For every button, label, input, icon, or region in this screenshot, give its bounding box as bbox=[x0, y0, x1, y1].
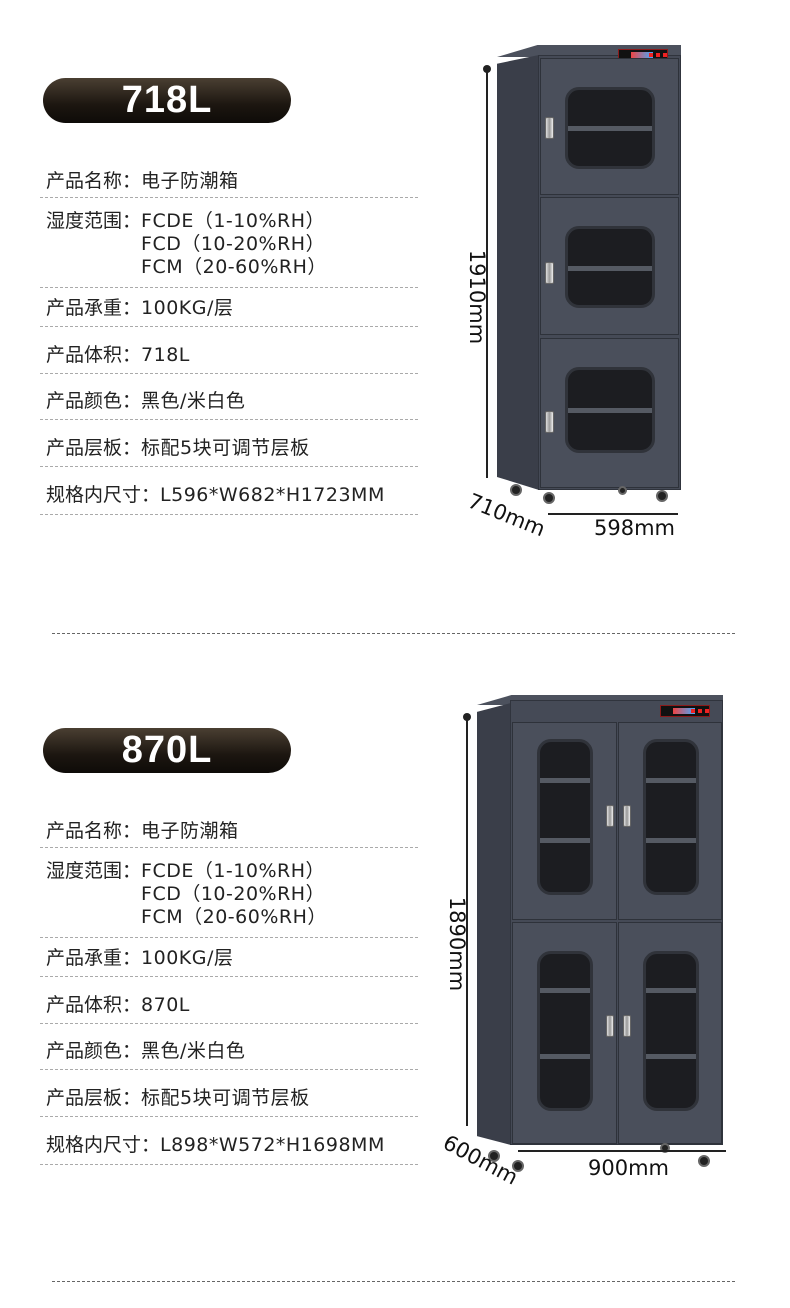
spec-value: 100KG/层 bbox=[141, 947, 234, 969]
spec-value: 标配5块可调节层板 bbox=[141, 1087, 310, 1109]
spec-value: FCDE（1-10%RH） FCD（10-20%RH） FCM（20-60%RH… bbox=[141, 210, 327, 278]
spec-row: 湿度范围：FCDE（1-10%RH） FCD（10-20%RH） FCM（20-… bbox=[40, 860, 418, 938]
spec-row: 产品体积：870L bbox=[40, 994, 418, 1024]
spec-row: 产品承重：100KG/层 bbox=[40, 297, 418, 327]
section-divider bbox=[52, 1281, 735, 1282]
spec-label: 产品名称： bbox=[46, 820, 142, 842]
spec-label: 产品颜色： bbox=[46, 390, 142, 412]
spec-label: 规格内尺寸： bbox=[46, 484, 161, 506]
spec-label: 湿度范围： bbox=[46, 210, 142, 232]
spec-label: 规格内尺寸： bbox=[46, 1134, 161, 1156]
spec-row: 产品名称：电子防潮箱 bbox=[40, 820, 418, 848]
spec-label: 产品承重： bbox=[46, 297, 142, 319]
spec-row: 规格内尺寸：L898*W572*H1698MM bbox=[40, 1134, 418, 1165]
spec-row: 产品承重：100KG/层 bbox=[40, 947, 418, 977]
spec-label: 产品颜色： bbox=[46, 1040, 142, 1062]
spec-label: 产品层板： bbox=[46, 437, 142, 459]
spec-value: 标配5块可调节层板 bbox=[141, 437, 310, 459]
spec-value: 100KG/层 bbox=[141, 297, 234, 319]
spec-row: 产品颜色：黑色/米白色 bbox=[40, 390, 418, 420]
width-dimension: 598mm bbox=[594, 516, 675, 540]
spec-value: 870L bbox=[141, 994, 190, 1016]
spec-value: FCDE（1-10%RH） FCD（10-20%RH） FCM（20-60%RH… bbox=[141, 860, 327, 928]
spec-row: 产品层板：标配5块可调节层板 bbox=[40, 437, 418, 467]
spec-row: 产品名称：电子防潮箱 bbox=[40, 170, 418, 198]
spec-value: 电子防潮箱 bbox=[141, 820, 239, 842]
model-badge: 718L bbox=[43, 78, 291, 123]
spec-row: 产品层板：标配5块可调节层板 bbox=[40, 1087, 418, 1117]
spec-row: 产品体积：718L bbox=[40, 344, 418, 374]
spec-label: 湿度范围： bbox=[46, 860, 142, 882]
model-badge: 870L bbox=[43, 728, 291, 773]
spec-label: 产品名称： bbox=[46, 170, 142, 192]
spec-row: 规格内尺寸：L596*W682*H1723MM bbox=[40, 484, 418, 515]
depth-dimension: 710mm bbox=[464, 488, 549, 542]
section-divider bbox=[52, 633, 735, 634]
spec-value: L596*W682*H1723MM bbox=[160, 484, 385, 506]
spec-value: 718L bbox=[141, 344, 190, 366]
height-dimension: 1890mm bbox=[445, 896, 470, 992]
spec-value: 黑色/米白色 bbox=[141, 1040, 246, 1062]
spec-label: 产品体积： bbox=[46, 994, 142, 1016]
height-dimension: 1910mm bbox=[465, 249, 490, 345]
spec-label: 产品体积： bbox=[46, 344, 142, 366]
spec-value: 黑色/米白色 bbox=[141, 390, 246, 412]
spec-row: 产品颜色：黑色/米白色 bbox=[40, 1040, 418, 1070]
spec-value: L898*W572*H1698MM bbox=[160, 1134, 385, 1156]
spec-label: 产品承重： bbox=[46, 947, 142, 969]
spec-row: 湿度范围：FCDE（1-10%RH） FCD（10-20%RH） FCM（20-… bbox=[40, 210, 418, 288]
width-dimension: 900mm bbox=[588, 1156, 669, 1180]
spec-label: 产品层板： bbox=[46, 1087, 142, 1109]
spec-value: 电子防潮箱 bbox=[141, 170, 239, 192]
